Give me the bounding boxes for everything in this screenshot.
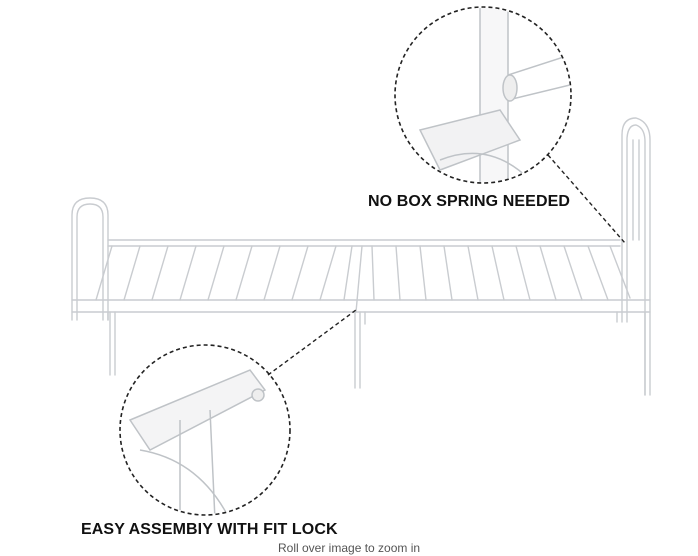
caption-no-box-spring: NO BOX SPRING NEEDED bbox=[368, 193, 571, 210]
zoom-hint: Roll over image to zoom in bbox=[278, 541, 421, 555]
bed-frame-illustration bbox=[71, 6, 651, 516]
product-image[interactable]: NO BOX SPRING NEEDED EASY ASSEMBIY WITH … bbox=[0, 0, 698, 540]
detail-circle-top bbox=[394, 6, 572, 184]
detail-circle-bottom bbox=[119, 344, 291, 516]
caption-easy-assembly: EASY ASSEMBIY WITH FIT LOCK bbox=[81, 521, 338, 538]
